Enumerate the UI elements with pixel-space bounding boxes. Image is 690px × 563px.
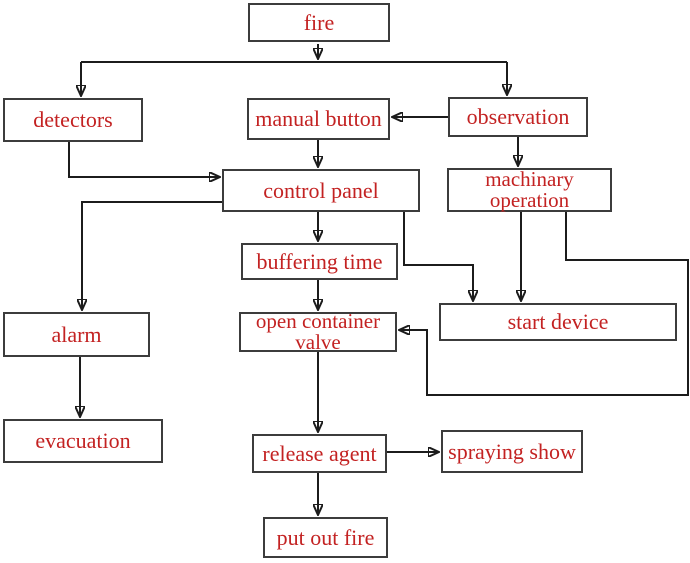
node-open-container-valve-label: open container valve xyxy=(255,309,381,354)
node-buffering-time-label: buffering time xyxy=(256,248,383,274)
node-release-agent-label: release agent xyxy=(262,440,377,466)
node-evacuation: evacuation xyxy=(3,419,163,463)
node-detectors: detectors xyxy=(3,98,143,142)
node-machinary-operation: machinary operation xyxy=(447,168,612,212)
node-observation: observation xyxy=(448,97,588,137)
node-control-panel: control panel xyxy=(222,169,420,212)
node-manual-button-label: manual button xyxy=(255,106,382,131)
node-observation-label: observation xyxy=(466,104,570,129)
node-fire: fire xyxy=(248,3,390,42)
node-buffering-time: buffering time xyxy=(241,243,398,280)
node-spraying-show: spraying show xyxy=(441,430,583,473)
node-release-agent: release agent xyxy=(252,434,387,473)
node-manual-button: manual button xyxy=(247,98,390,140)
node-open-container-valve: open container valve xyxy=(239,309,397,354)
edge-control-panel-to-alarm xyxy=(82,201,222,310)
node-alarm-label: alarm xyxy=(51,321,102,347)
node-start-device: start device xyxy=(439,303,677,341)
edge-control-panel-to-start-device xyxy=(403,212,473,301)
node-alarm: alarm xyxy=(3,312,150,357)
edge-machinary-operation-to-valve-loop xyxy=(399,212,689,396)
node-start-device-label: start device xyxy=(507,309,609,334)
node-detectors-label: detectors xyxy=(33,107,113,132)
node-control-panel-label: control panel xyxy=(263,177,379,203)
edge-detectors-to-control-panel xyxy=(68,142,220,177)
node-spraying-show-label: spraying show xyxy=(448,438,576,464)
node-fire-label: fire xyxy=(303,9,335,35)
node-put-out-fire: put out fire xyxy=(263,517,388,558)
node-put-out-fire-label: put out fire xyxy=(276,524,375,550)
node-evacuation-label: evacuation xyxy=(35,428,131,453)
node-machinary-operation-label: machinary operation xyxy=(485,167,574,212)
